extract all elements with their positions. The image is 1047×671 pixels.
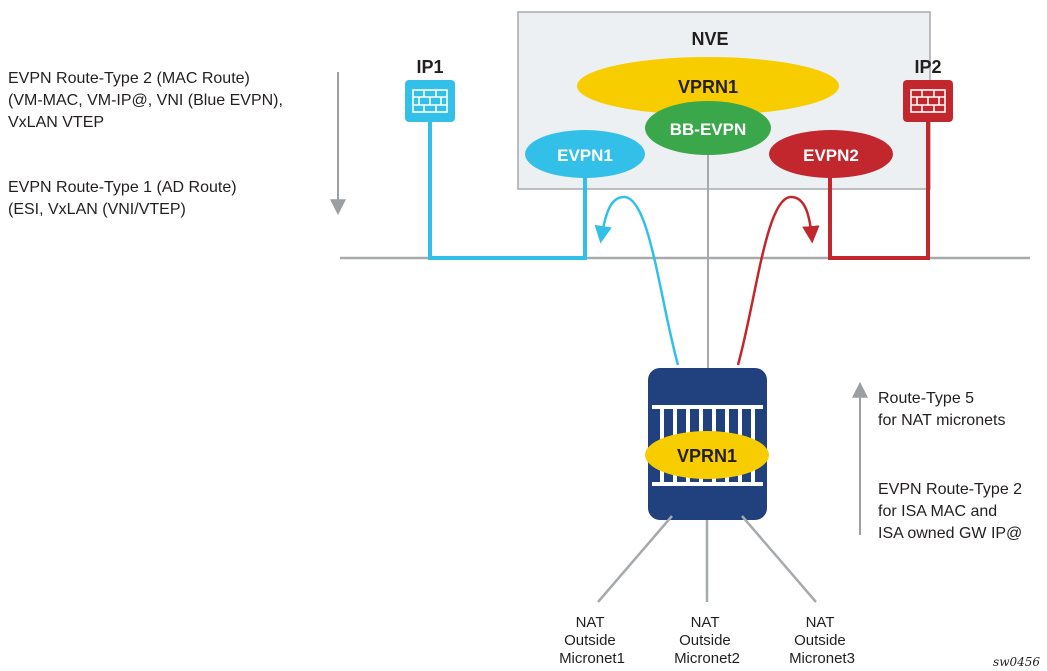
nve-vprn1: [577, 57, 839, 115]
route-type-5-annotation: Route-Type 5 for NAT micronets: [878, 390, 1005, 429]
nve-vprn1-label: VPRN1: [678, 77, 738, 97]
route-type-2-annotation: EVPN Route-Type 2 (MAC Route) (VM-MAC, V…: [8, 70, 287, 131]
blue-curved-arrow: [594, 195, 680, 366]
isa-vprn1-label: VPRN1: [677, 446, 737, 466]
figure-id: sw0456: [993, 655, 1040, 669]
evpn2: [769, 130, 893, 178]
bb-evpn: [645, 101, 771, 155]
isa-vprn1: [645, 431, 769, 479]
ip1-label: IP1: [416, 57, 443, 77]
micronet1-label: NAT Outside Micronet1: [559, 614, 625, 667]
micronet1-link: [597, 515, 673, 603]
micronet3-link: [741, 515, 817, 603]
red-curved-arrow: [736, 195, 820, 366]
micronet3-label: NAT Outside Micronet3: [789, 614, 855, 667]
ip2-label: IP2: [914, 57, 941, 77]
micronet2-label: NAT Outside Micronet2: [674, 614, 740, 667]
ip2-evpn2-link: [828, 122, 930, 260]
isa-route-type-2-annotation: EVPN Route-Type 2 for ISA MAC and ISA ow…: [878, 481, 1027, 542]
ip1-evpn1-link: [428, 122, 587, 260]
route-type-1-annotation: EVPN Route-Type 1 (AD Route) (ESI, VxLAN…: [8, 179, 241, 218]
ip1-firewall-icon: [405, 80, 455, 122]
evpn1-label: EVPN1: [557, 146, 613, 165]
evpn1: [525, 130, 645, 178]
ip2-firewall-icon: [903, 80, 953, 122]
evpn2-label: EVPN2: [803, 146, 859, 165]
bb-evpn-label: BB-EVPN: [670, 120, 747, 139]
nve-title: NVE: [691, 29, 728, 49]
